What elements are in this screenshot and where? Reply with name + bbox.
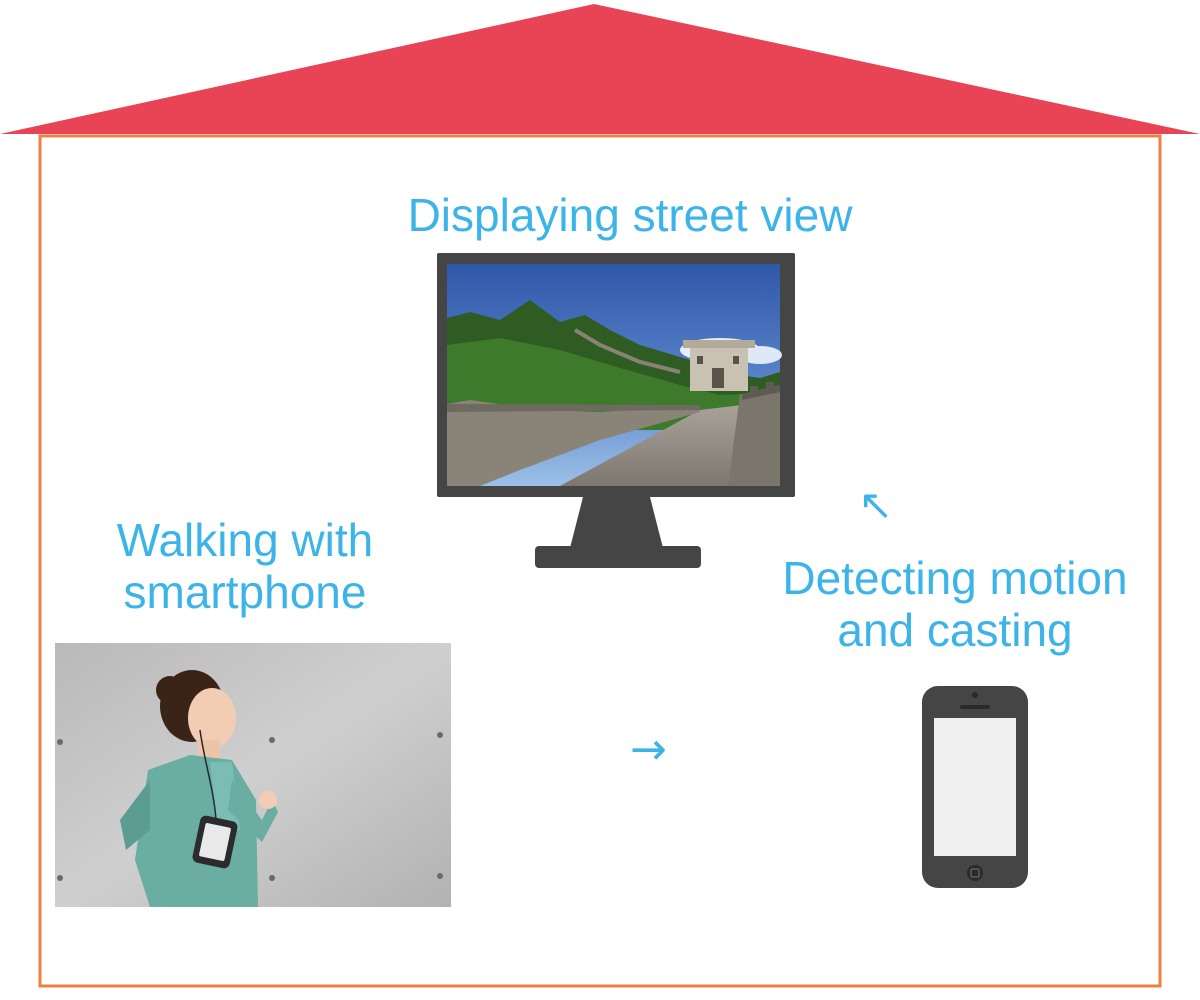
walking-label: Walking with smartphone	[60, 514, 430, 618]
arrow-right-icon: →	[630, 724, 667, 775]
monitor-stand	[570, 497, 663, 548]
street-view-image	[447, 264, 782, 486]
detecting-label: Detecting motion and casting	[735, 552, 1175, 656]
arrow-up-left-icon: ↖	[858, 480, 894, 529]
detecting-label-line2: and casting	[837, 603, 1073, 656]
house-wall	[38, 134, 1162, 988]
house-roof	[0, 4, 1200, 134]
detecting-label-line1: Detecting motion	[782, 552, 1128, 604]
monitor-icon	[437, 253, 795, 568]
smartphone-icon	[922, 686, 1028, 888]
walking-label-line2: smartphone	[123, 565, 367, 618]
walking-person-photo	[55, 643, 451, 907]
walking-label-line1: Walking with	[116, 514, 374, 566]
armband-phone	[192, 815, 238, 869]
street-view-label: Displaying street view	[407, 189, 853, 241]
monitor-base	[535, 546, 701, 568]
